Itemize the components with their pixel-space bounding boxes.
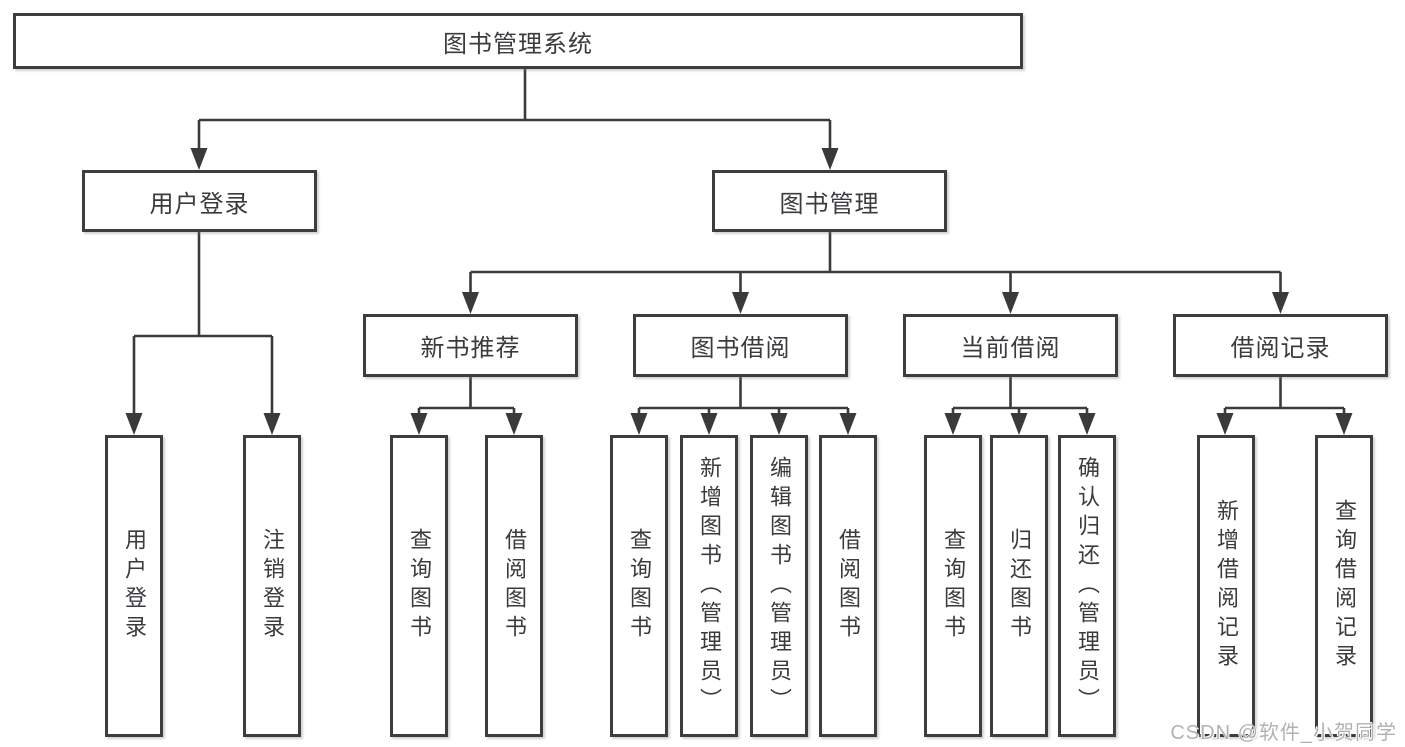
leaf-query-books-borrowing: 查询图书 bbox=[610, 435, 668, 737]
leaf-query-books-recommend: 查询图书 bbox=[390, 435, 448, 737]
connector-book-borrow bbox=[637, 377, 850, 416]
leaf-add-borrow-record: 新增借阅记录 bbox=[1197, 435, 1255, 737]
node-borrowing-records: 借阅记录 bbox=[1173, 314, 1388, 377]
connector-book-mgmt bbox=[469, 232, 1282, 295]
leaf-edit-books-admin: 编辑图书（管理员） bbox=[750, 435, 808, 737]
leaf-confirm-return-admin: 确认归还（管理员） bbox=[1058, 435, 1116, 737]
leaf-user-login: 用户登录 bbox=[105, 435, 163, 737]
connector-new-book bbox=[417, 377, 516, 416]
leaf-query-borrow-record: 查询借阅记录 bbox=[1315, 435, 1373, 737]
leaf-logout: 注销登录 bbox=[243, 435, 301, 737]
node-current-borrowing: 当前借阅 bbox=[903, 314, 1118, 377]
leaf-return-books: 归还图书 bbox=[990, 435, 1048, 737]
connector-borrow-record bbox=[1223, 377, 1346, 416]
node-system-root: 图书管理系统 bbox=[13, 13, 1023, 69]
leaf-add-books-admin: 新增图书（管理员） bbox=[680, 435, 738, 737]
leaf-borrow-books: 借阅图书 bbox=[819, 435, 877, 737]
arrowheads bbox=[125, 148, 1353, 435]
connector-user-login bbox=[132, 232, 274, 416]
node-book-management: 图书管理 bbox=[712, 170, 947, 232]
node-new-book-recommend: 新书推荐 bbox=[363, 314, 578, 377]
node-user-login: 用户登录 bbox=[82, 170, 317, 232]
leaf-query-books-current: 查询图书 bbox=[924, 435, 982, 737]
csdn-watermark: CSDN @软件_小贺同学 bbox=[1170, 722, 1397, 744]
leaf-borrow-books-recommend: 借阅图书 bbox=[485, 435, 543, 737]
connector-current-borrow bbox=[951, 377, 1089, 416]
node-book-borrowing: 图书借阅 bbox=[633, 314, 848, 377]
connector-root bbox=[197, 69, 832, 150]
